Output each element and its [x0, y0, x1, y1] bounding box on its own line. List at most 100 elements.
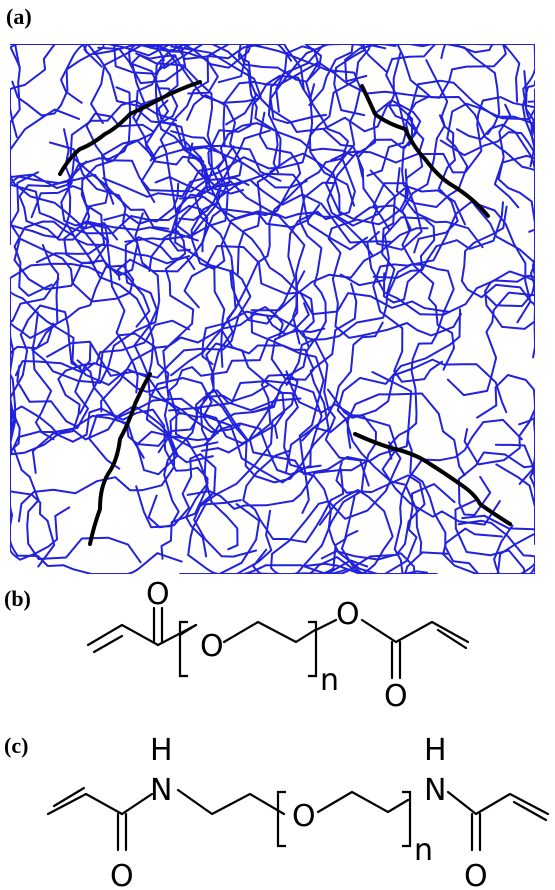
network-strand [65, 86, 190, 265]
network-strand [10, 244, 60, 366]
network-strand [183, 156, 356, 325]
network-strand [210, 269, 249, 442]
subscript-n: n [414, 833, 433, 868]
network-strand [103, 204, 209, 281]
network-strand [179, 509, 273, 574]
vinyl-double-right [512, 800, 548, 822]
amide-bond-left [120, 792, 154, 816]
network-strand [187, 142, 368, 251]
network-strand [484, 227, 535, 359]
network-strand [285, 321, 384, 474]
network-strand [242, 449, 345, 544]
network-strand [10, 483, 183, 574]
network-strand [372, 201, 532, 383]
atom-o-left: O [110, 859, 134, 890]
network-strand [201, 310, 326, 366]
network-strand [46, 185, 252, 379]
network-strand [124, 52, 214, 243]
network-strand [366, 44, 522, 177]
network-strand [336, 308, 461, 554]
network-strand [454, 498, 535, 574]
network-strand [371, 371, 479, 574]
amide-bond-right [446, 790, 550, 816]
atom-o-top: O [146, 580, 170, 612]
network-strand [393, 418, 523, 574]
network-strand [11, 319, 191, 436]
atom-h-right: H [424, 733, 447, 768]
panel-label-a: (a) [6, 4, 32, 29]
network-strand [388, 51, 484, 249]
network-strand [10, 333, 56, 568]
polymer-network-image [10, 44, 535, 574]
network-strand [239, 45, 320, 113]
network-strand [159, 44, 249, 368]
network-strand [250, 227, 429, 312]
chain-bond-1 [178, 623, 198, 637]
network-strand [442, 524, 535, 574]
network-strand [102, 74, 314, 198]
network-strand [401, 114, 455, 371]
network-strand [201, 111, 302, 253]
vinyl-double-right [436, 628, 468, 650]
network-strand [131, 53, 368, 123]
subscript-n: n [320, 663, 339, 698]
vinyl-bond-left [46, 792, 124, 816]
network-strand [10, 108, 180, 235]
network-strand [413, 59, 459, 254]
network-strand [221, 564, 347, 574]
network-strand [10, 44, 88, 138]
atom-o-chain: O [200, 629, 224, 664]
network-strand [187, 499, 261, 574]
carbonyl-bond-right [390, 640, 402, 680]
network-strand [333, 44, 535, 181]
network-strand [148, 129, 271, 272]
network-strand [10, 502, 71, 561]
network-strand [35, 86, 169, 264]
peg-diacrylamide-structure: O H N O n H N O [46, 733, 550, 890]
network-strand [16, 364, 145, 459]
network-strand [10, 262, 103, 323]
network-strand [330, 96, 535, 174]
network-strand [76, 359, 270, 447]
network-strand [10, 44, 142, 108]
network-strand [10, 289, 150, 386]
network-strand [31, 212, 161, 384]
atom-h-left: H [150, 733, 173, 768]
network-strand [255, 489, 394, 574]
network-strand [154, 48, 308, 189]
network-strand [97, 46, 179, 203]
network-strand [339, 216, 436, 304]
network-strand [10, 173, 151, 328]
network-strand [446, 103, 535, 397]
highlighted-chain [353, 432, 512, 526]
network-strand [118, 44, 250, 186]
network-strand [298, 551, 449, 574]
network-strand [439, 131, 535, 165]
atom-o-bottom: O [384, 679, 408, 708]
network-strand [494, 416, 535, 513]
network-strand [285, 370, 377, 567]
chain-bond-b [316, 790, 410, 814]
network-strand [220, 302, 315, 381]
network-strand [270, 441, 402, 574]
network-strand [456, 123, 535, 233]
network-strand [204, 245, 450, 316]
network-strand [463, 374, 535, 466]
network-strand [395, 88, 535, 208]
panel-label-b: (b) [4, 586, 31, 611]
network-strand [10, 237, 135, 339]
chain-bond-2 [222, 620, 317, 644]
network-strand [13, 220, 182, 415]
network-strand [486, 44, 535, 103]
network-strand [225, 44, 362, 216]
network-strand [157, 99, 315, 347]
ester-bond-right [314, 618, 338, 632]
network-strand [460, 203, 535, 308]
network-strand [248, 391, 410, 475]
network-strand [199, 389, 302, 551]
network-strand [10, 368, 219, 456]
carbonyl-bond-left [116, 812, 128, 852]
network-strand [340, 483, 456, 574]
network-strand [308, 44, 513, 107]
highlighted-chain [58, 80, 202, 176]
